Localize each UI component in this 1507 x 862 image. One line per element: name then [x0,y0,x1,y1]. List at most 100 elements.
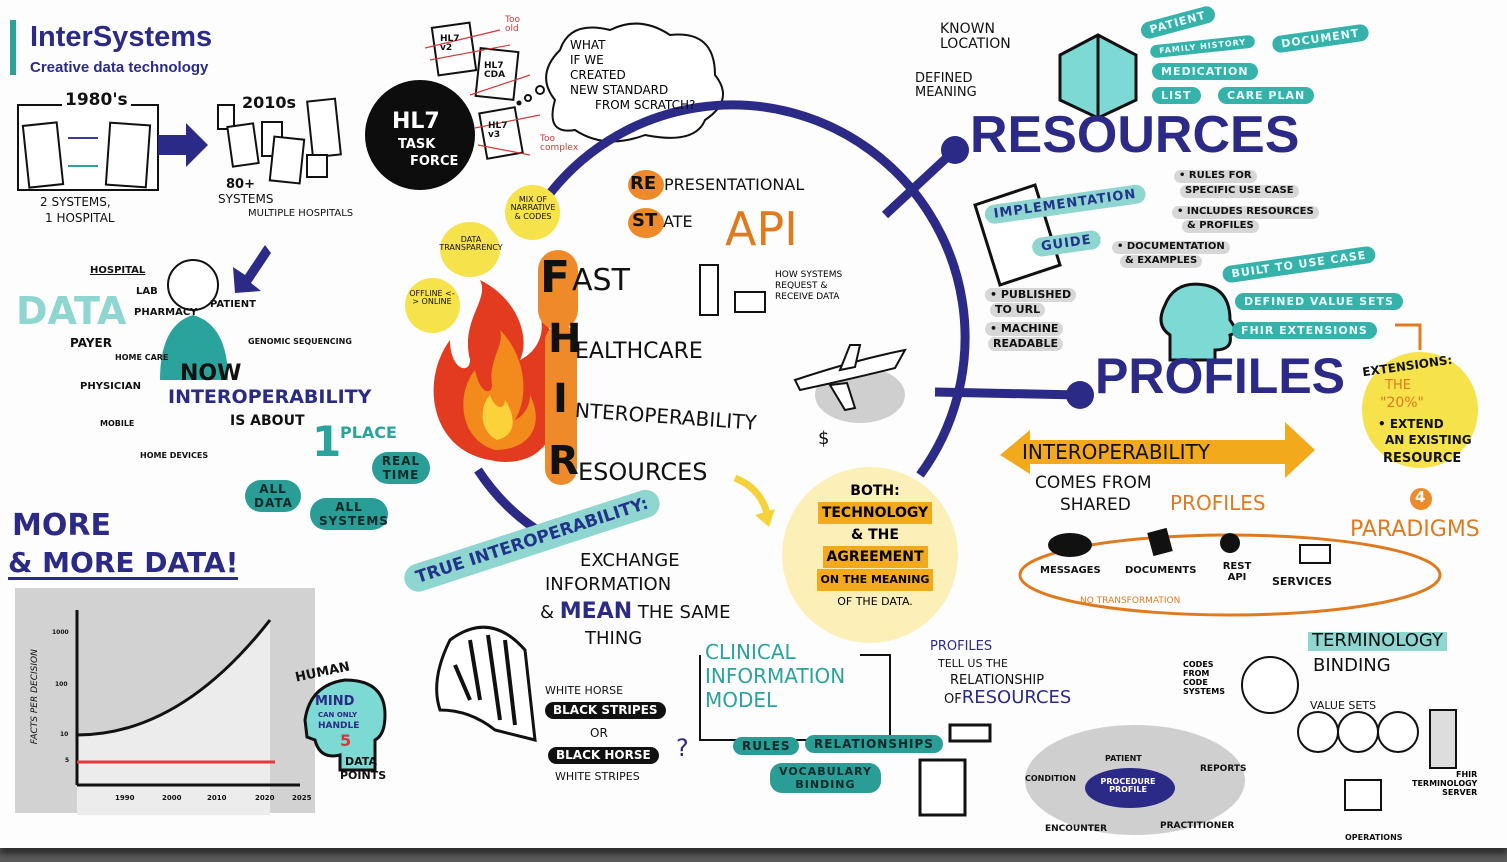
question-mark: ? [676,734,689,762]
rules-pill: RULES [733,737,800,755]
handle-label: HANDLE [318,721,360,731]
person-icon [160,259,228,380]
four-label: 4 [1415,488,1426,506]
fhir-letter-highlight-2 [545,325,577,485]
relationships-pill: RELATIONSHIPS [805,735,943,753]
guide-bullet: • INCLUDES RESOURCES [1172,206,1319,219]
x-tick: 2020 [255,794,275,802]
value-sets-label: VALUE SETS [1310,699,1377,712]
caption-line: RECEIVE DATA [775,292,840,302]
node-encounter: ENCOUNTER [1045,824,1107,834]
era1-caption-2: 1 HOSPITAL [45,211,115,225]
no-transformation-label: NO TRANSFORMATION [1080,596,1181,606]
procedure-profile-label: PROCEDURE PROFILE [1100,777,1156,795]
codes-line: FROM [1183,669,1210,678]
mean-line: & MEAN THE SAME [540,600,730,623]
head-icon [1159,282,1241,362]
hl7-task-force-circle [365,80,475,190]
fhir-word-resources: ESOURCES [578,458,708,486]
era-1980s: 1980's [62,91,131,110]
source-payer: PAYER [70,336,112,350]
codes-line: CODE [1183,678,1208,687]
tag-defined-value-sets: DEFINED VALUE SETS [1235,293,1403,310]
guide-bullet: TO URL [990,303,1046,317]
zebra-text: BLACK STRIPES [545,702,666,719]
y-tick: 5 [65,757,70,764]
zebra-text: WHITE STRIPES [555,770,640,783]
is-about-label: IS ABOUT [230,413,305,429]
offline-bubble [405,278,460,333]
dollar-icon: $ [818,428,830,449]
logo-accent-bar [10,20,16,75]
resource-cube-icon [1058,33,1138,120]
era2-caption: SYSTEMS [218,192,274,206]
value-set-circles [1297,711,1419,753]
hl7-v2-doc: HL7 v2 [440,34,460,54]
profiles-title: PROFILES [1095,348,1346,404]
node-patient: PATIENT [1105,754,1142,763]
interoperability-arrow [1000,422,1315,478]
interop-label: INTEROPERABILITY [168,386,372,408]
real-time-bubble: REAL TIME [372,452,430,484]
force-label: FORCE [410,154,459,169]
fhir-letter-i: I [553,376,568,422]
both-line: ON THE MEANING [816,569,934,591]
zebra-icon [435,625,537,742]
fhir-letter-f: F [540,252,571,303]
source-mobile: MOBILE [100,419,135,428]
server-line: TERMINOLOGY [1412,779,1478,788]
more-label: MORE [12,508,111,543]
both-line: BOTH: [850,483,900,499]
transparency-bubble-text: DATA TRANSPARENCY [439,235,503,253]
data-growth-curve [76,619,272,737]
rest-highlight-2 [628,208,664,238]
offline-bubble-text: OFFLINE <-> ONLINE [409,289,455,307]
source-genomic: GENOMIC SEQUENCING [248,337,352,346]
laptop-icon [734,291,766,313]
operations-label: OPERATIONS [1345,833,1403,842]
information-line: INFORMATION [545,574,672,595]
source-pharmacy: PHARMACY [134,307,198,318]
rest-re: RE [630,173,657,194]
hl7-label: HL7 [392,109,440,134]
defined-meaning-label: DEFINED MEANING [915,71,977,100]
clinical-model-title: CLINICAL INFORMATION MODEL [705,640,845,712]
fhir-letter-h: H [548,316,582,362]
source-home-care: HOME CARE [115,353,169,362]
extensions-bullet: • EXTEND [1378,417,1444,431]
rest-st: ST [632,210,658,231]
vocab-line: VOCABULARY [779,765,872,778]
y-tick: 100 [55,681,68,688]
era2-count: 80+ [226,177,255,192]
both-line: TECHNOLOGY [817,502,933,524]
known-location-label: KNOWN LOCATION [940,21,1011,52]
thought-line: WHAT [570,38,606,52]
fhir-letter-highlight [538,250,578,330]
comes-from-label: COMES FROM [1035,473,1152,493]
api-label: API [725,202,798,256]
source-hospital: HOSPITAL [90,265,146,276]
paradigms-label: PARADIGMS [1350,517,1480,542]
guide-bullet: READABLE [988,337,1064,351]
fhir-word-healthcare: EALTHCARE [575,339,703,364]
operations-monitor-icon [1344,779,1382,811]
era2-caption-2: MULTIPLE HOSPITALS [248,208,354,219]
paradigm-icons [1048,527,1331,564]
x-tick: 1990 [115,794,135,802]
y-tick: 10 [60,731,69,738]
extensions-the: THE [1385,378,1411,393]
logo-tagline: Creative data technology [30,59,209,76]
fhir-word-fast: AST [572,263,630,298]
extensions-bullet: AN EXISTING [1385,433,1472,447]
guide-bullet: • DOCUMENTATION [1112,241,1230,254]
node-condition: CONDITION [1025,774,1076,783]
can-only-label: CAN ONLY [318,711,358,719]
both-line: & THE [851,527,899,543]
extensions-bullet: RESOURCE [1383,451,1462,466]
guide-bullet: • MACHINE [985,322,1064,336]
